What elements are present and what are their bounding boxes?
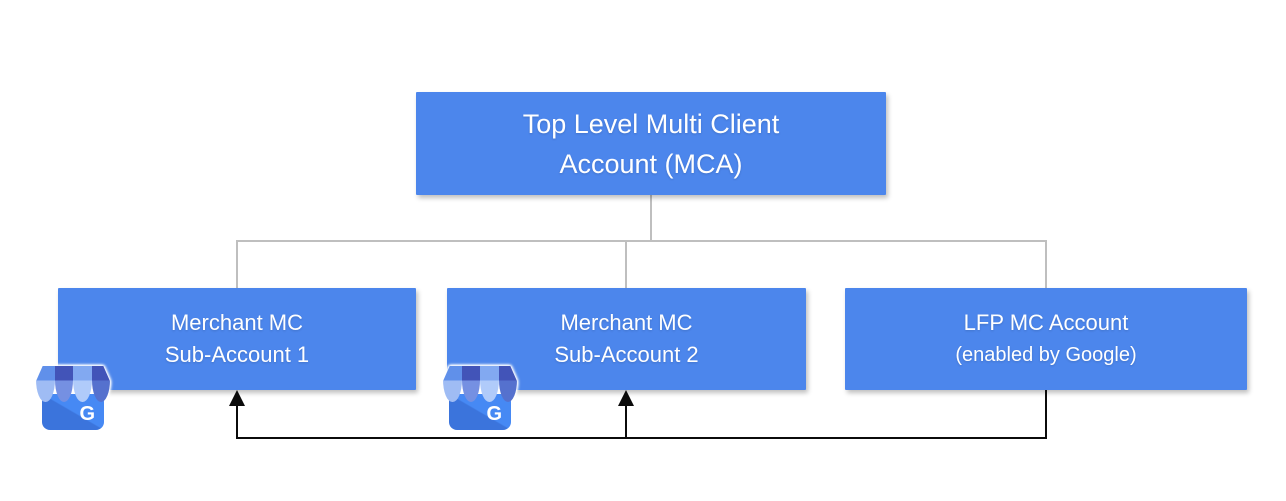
connector-tree-horizontal xyxy=(236,240,1047,242)
node-merchant-sub-account-1: Merchant MC Sub-Account 1 xyxy=(58,288,416,390)
arrowhead-up-sub2-icon xyxy=(618,390,634,406)
google-business-profile-icon: G xyxy=(36,366,110,432)
node-top-level-mca: Top Level Multi Client Account (MCA) xyxy=(416,92,886,195)
connector-up-sub2 xyxy=(625,404,627,437)
storefront-awning xyxy=(443,366,517,402)
node-sub1-line1: Merchant MC xyxy=(170,310,304,335)
google-g-letter: G xyxy=(486,403,502,425)
node-lfp-line2: (enabled by Google) xyxy=(955,344,1137,366)
google-business-profile-icon: G xyxy=(443,366,517,432)
node-sub1-line2: Sub-Account 1 xyxy=(164,342,310,367)
connector-drop-sub2 xyxy=(625,240,627,288)
node-top-level-mca-line2: Account (MCA) xyxy=(559,148,743,179)
arrowhead-up-sub1-icon xyxy=(229,390,245,406)
connector-flow-horizontal xyxy=(236,437,1047,439)
storefront-body: G xyxy=(449,394,511,430)
connector-drop-sub1 xyxy=(236,240,238,288)
connector-drop-lfp xyxy=(1045,240,1047,288)
connector-mca-down xyxy=(650,195,652,241)
node-sub2-line1: Merchant MC xyxy=(560,310,693,335)
node-lfp-mc-account: LFP MC Account (enabled by Google) xyxy=(845,288,1247,390)
node-lfp-line1: LFP MC Account xyxy=(963,310,1129,335)
node-top-level-mca-line1: Top Level Multi Client xyxy=(522,108,780,139)
google-g-letter: G xyxy=(79,403,95,425)
storefront-body: G xyxy=(42,394,104,430)
storefront-awning xyxy=(36,366,110,402)
connector-up-sub1 xyxy=(236,404,238,437)
connector-lfp-down xyxy=(1045,390,1047,439)
node-sub2-line2: Sub-Account 2 xyxy=(554,342,699,367)
